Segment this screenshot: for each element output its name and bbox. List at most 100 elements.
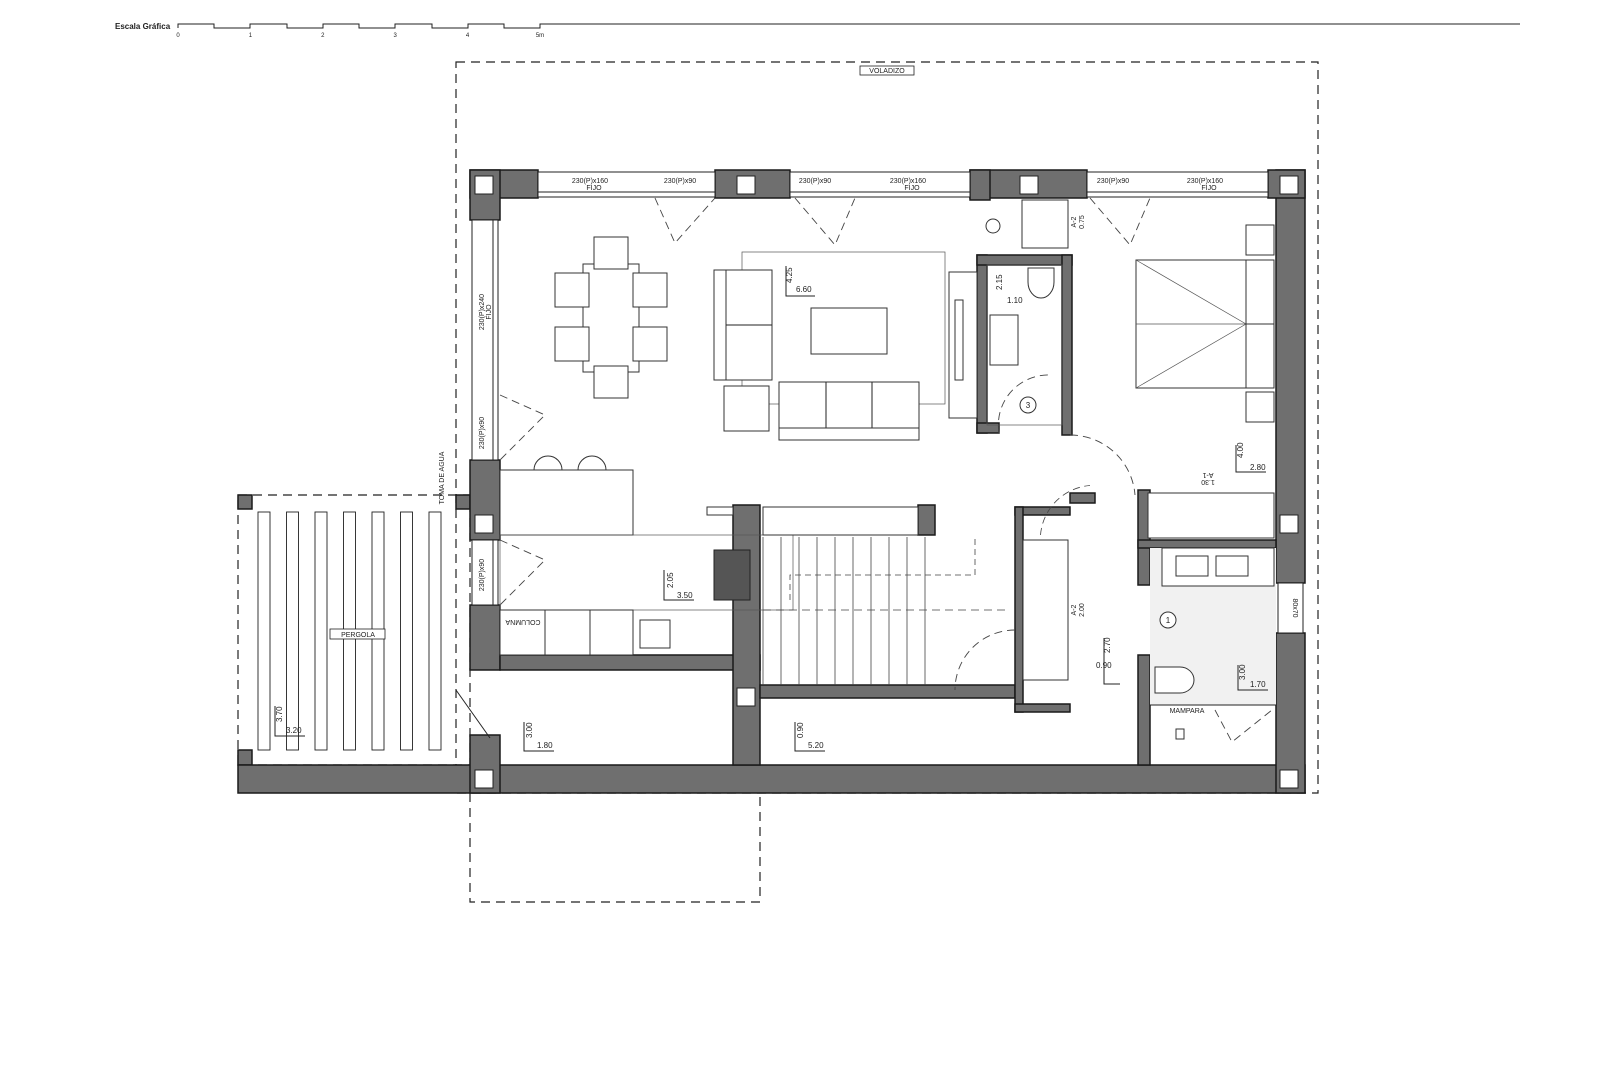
kitchen-furniture (499, 455, 794, 656)
window-label: 230(P)x160 (572, 178, 608, 185)
scale-tick-label: 2 (321, 33, 325, 39)
stair-landing (762, 506, 919, 536)
dining-table (582, 263, 640, 373)
wardrobe-code: A-2 (1071, 216, 1078, 227)
bath3-wall (976, 422, 1000, 434)
bath1-number: 1 (1166, 616, 1171, 625)
sofa-arm (713, 269, 727, 381)
scale-line (177, 23, 1520, 29)
bath3-wall (976, 254, 1073, 266)
stair-wall (732, 504, 761, 766)
closet-wall (1014, 703, 1071, 713)
corridor-wall (759, 684, 1016, 699)
window-label: 230(P)x90 (479, 559, 486, 591)
wardrobe-dim: 0.75 (1079, 215, 1086, 229)
bed (1135, 224, 1275, 423)
scale-tick-label: 3 (394, 33, 398, 39)
bath3-wall (1061, 254, 1073, 436)
pergola-post (237, 749, 253, 766)
closet-wall (1014, 506, 1024, 713)
cabinet (589, 609, 634, 656)
dining-set (554, 236, 668, 399)
bath1-dim-b: 1.70 (1250, 680, 1266, 689)
pergola-tag (329, 628, 386, 640)
top-pier (969, 169, 991, 201)
bath3-number: 3 (1026, 401, 1031, 410)
window-label: 230(P)x160 (890, 178, 926, 185)
nightstand (1245, 224, 1275, 256)
corridor-dim-a: 0.90 (796, 722, 805, 738)
window-type: FIJO (1201, 185, 1217, 192)
pergola-slats (257, 511, 442, 751)
room-number-circle (1159, 611, 1177, 629)
basin (1215, 555, 1249, 577)
nightstand (1245, 391, 1275, 423)
window-label: 230(P)x90 (479, 417, 486, 449)
bath1-dim-a: 3.00 (1238, 664, 1247, 680)
cabinet (499, 609, 546, 656)
pergola-label: PERGOLA (341, 632, 375, 639)
chair (632, 326, 668, 362)
window-label: 80x70 (1291, 598, 1298, 617)
window-type: FIJO (586, 185, 602, 192)
shower-screen-label: MAMPARA (1170, 708, 1205, 715)
chair (554, 326, 590, 362)
pergola-slat (286, 511, 299, 751)
sofa-arm (778, 427, 920, 441)
cabinet (544, 609, 591, 656)
sofa (778, 381, 920, 429)
shower (1021, 199, 1069, 249)
column-label: COLUMNA (505, 618, 540, 625)
wardrobe-a1 (1147, 492, 1275, 539)
right-wall (1275, 632, 1306, 794)
kitchen-wall (499, 654, 761, 671)
drain (985, 218, 1001, 234)
window-type: FIJO (486, 304, 493, 320)
window-label: 230(P)x240 (479, 294, 486, 330)
chair (593, 236, 629, 270)
pergola-post (455, 494, 471, 510)
storage-dim-a: 3.00 (525, 722, 534, 738)
bedroom-dim-a: 4.00 (1236, 442, 1245, 458)
kitchen-island (499, 469, 634, 536)
wardrobe-dim: 1.30 (1201, 478, 1215, 485)
pergola-slat (314, 511, 328, 751)
window-label: 230(P)x90 (664, 178, 696, 185)
wardrobe-dim: 2.00 (1079, 603, 1086, 617)
pergola-slat (257, 511, 271, 751)
living-set (713, 251, 978, 441)
pergola-post (237, 494, 253, 510)
voladizo-tag (859, 65, 915, 76)
lower-dashed-outline (469, 793, 761, 903)
left-window (471, 539, 499, 606)
window-type: FIJO (904, 185, 920, 192)
staircase (762, 537, 1010, 685)
scale-tick-label: 5m (536, 33, 544, 39)
pergola-slat (428, 511, 442, 751)
bath1-fixtures (1150, 547, 1276, 740)
window-label: 230(P)x90 (799, 178, 831, 185)
bath3-dim-a: 2.15 (995, 274, 1004, 290)
shower-valve (1175, 728, 1185, 740)
room-number-circle (1019, 396, 1037, 414)
bedroom-dim-b: 2.80 (1250, 463, 1266, 472)
window-label: 230(P)x160 (1187, 178, 1223, 185)
storage-dim-b: 1.80 (537, 741, 553, 750)
dressing-dim-a: 2.70 (1103, 637, 1112, 653)
pillow (1245, 323, 1275, 389)
bath1-wall (1069, 492, 1096, 504)
chair (632, 272, 668, 308)
wardrobe-code: A-2 (1071, 604, 1078, 615)
bath3-wall (976, 254, 988, 434)
scale-tick-label: 4 (466, 33, 470, 39)
living-dim-a: 4.25 (785, 267, 794, 283)
stool (533, 455, 563, 471)
dim-marker (274, 706, 305, 737)
basin (1175, 555, 1209, 577)
fireplace (713, 549, 751, 601)
bedroom-wall (1137, 539, 1277, 549)
pillow (1245, 259, 1275, 325)
sink (989, 314, 1019, 366)
